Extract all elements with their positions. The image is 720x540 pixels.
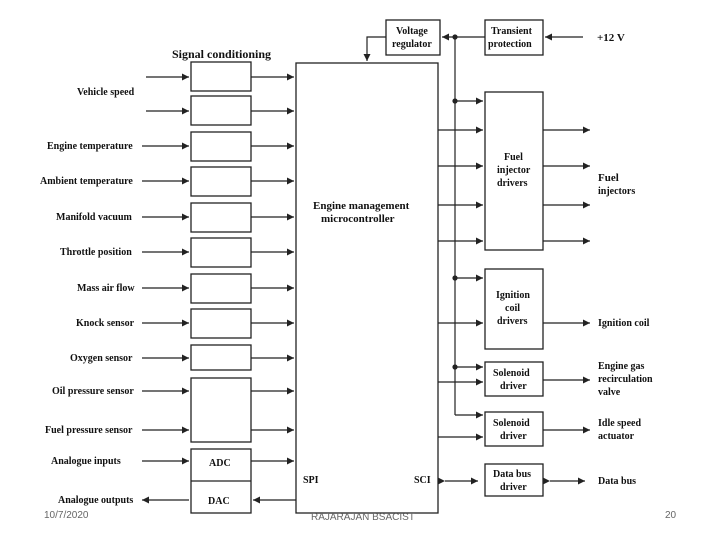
solenoid-driver-2-line1: Solenoid — [493, 418, 530, 429]
fuel-injectors-label-line1: Fuel — [598, 172, 619, 184]
egr-valve-label-line1: Engine gas — [598, 361, 645, 372]
conditioning-box-oxygen-sensor — [190, 344, 252, 371]
ignition-coil-drivers-block — [484, 268, 544, 350]
voltage-regulator-block — [385, 19, 441, 56]
transient-protection-line2: protection — [488, 39, 532, 50]
sensor-input-arrows — [142, 73, 189, 504]
spi-port-label: SPI — [303, 475, 319, 486]
conditioning-box-pressure-sensors — [190, 377, 252, 443]
idle-speed-label-line2: actuator — [598, 431, 635, 442]
sensor-label-knock-sensor: Knock sensor — [76, 318, 135, 329]
solenoid-driver-1-line2: driver — [500, 381, 527, 392]
ignition-driver-line1: Ignition — [496, 290, 530, 301]
sensor-label-oil-pressure: Oil pressure sensor — [52, 386, 134, 397]
idle-speed-label-line1: Idle speed — [598, 418, 642, 429]
data-bus-driver-line1: Data bus — [493, 469, 531, 480]
ecu-label-line2: microcontroller — [321, 213, 395, 225]
sensor-label-throttle-position: Throttle position — [60, 247, 132, 258]
conditioning-box-unlabeled — [190, 95, 252, 126]
egr-valve-label-line2: recirculation — [598, 374, 653, 385]
fuel-injector-drivers-block — [484, 91, 544, 251]
data-bus-label: Data bus — [598, 476, 636, 487]
solenoid-driver-1-line1: Solenoid — [493, 368, 530, 379]
power-bus — [442, 33, 485, 419]
footer-date: 10/7/2020 — [44, 510, 89, 521]
adc-label: ADC — [209, 458, 231, 469]
dac-label: DAC — [208, 496, 230, 507]
fuel-driver-line2: injector — [497, 165, 531, 176]
fuel-driver-line3: drivers — [497, 178, 528, 189]
footer-author: RAJARAJAN BSACIST — [311, 512, 415, 523]
ecu-label-line1: Engine management — [313, 200, 410, 212]
conditioning-box-throttle-position — [190, 237, 252, 268]
transient-protection-line1: Transient — [491, 26, 533, 37]
ignition-driver-line3: drivers — [497, 316, 528, 327]
sci-port-label: SCI — [414, 475, 431, 486]
sensor-label-analogue-inputs: Analogue inputs — [51, 456, 121, 467]
voltage-regulator-line1: Voltage — [396, 26, 428, 37]
fuel-injectors-label-line2: injectors — [598, 186, 635, 197]
supply-label: +12 V — [597, 32, 625, 44]
solenoid-driver-idle-block — [484, 411, 544, 447]
solenoid-driver-2-line2: driver — [500, 431, 527, 442]
conditioning-to-ecu-arrows — [251, 73, 296, 504]
sensor-label-fuel-pressure: Fuel pressure sensor — [45, 425, 133, 436]
sensor-label-vehicle-speed: Vehicle speed — [77, 87, 135, 98]
sensor-label-oxygen-sensor: Oxygen sensor — [70, 353, 133, 364]
solenoid-driver-egr-block — [484, 361, 544, 397]
ignition-driver-line2: coil — [505, 303, 520, 314]
fuel-driver-line1: Fuel — [504, 152, 523, 163]
footer-page-number: 20 — [665, 510, 677, 521]
sensor-label-manifold-vacuum: Manifold vacuum — [56, 212, 133, 223]
conditioning-box-mass-air-flow — [190, 273, 252, 304]
sensor-label-mass-air-flow: Mass air flow — [77, 283, 135, 294]
ecu-to-fuel-driver-arrows — [438, 126, 483, 245]
signal-conditioning-heading: Signal conditioning — [172, 47, 271, 61]
conditioning-box-knock-sensor — [190, 308, 252, 339]
ignition-coil-label: Ignition coil — [598, 318, 650, 329]
sensor-label-analogue-outputs: Analogue outputs — [58, 495, 133, 506]
fuel-injector-output-arrows — [543, 126, 590, 245]
sensor-label-engine-temperature: Engine temperature — [47, 141, 133, 152]
voltage-regulator-line2: regulator — [392, 39, 432, 50]
conditioning-box-vehicle-speed — [190, 61, 252, 92]
signal-conditioning-blocks — [190, 61, 252, 514]
data-bus-driver-block — [484, 463, 544, 497]
egr-valve-label-line3: valve — [598, 387, 621, 398]
data-bus-driver-line2: driver — [500, 482, 527, 493]
engine-management-microcontroller — [295, 62, 439, 514]
conditioning-box-ambient-temperature — [190, 166, 252, 197]
conditioning-box-engine-temperature — [190, 131, 252, 162]
sensor-label-ambient-temperature: Ambient temperature — [40, 176, 133, 187]
conditioning-box-manifold-vacuum — [190, 202, 252, 233]
